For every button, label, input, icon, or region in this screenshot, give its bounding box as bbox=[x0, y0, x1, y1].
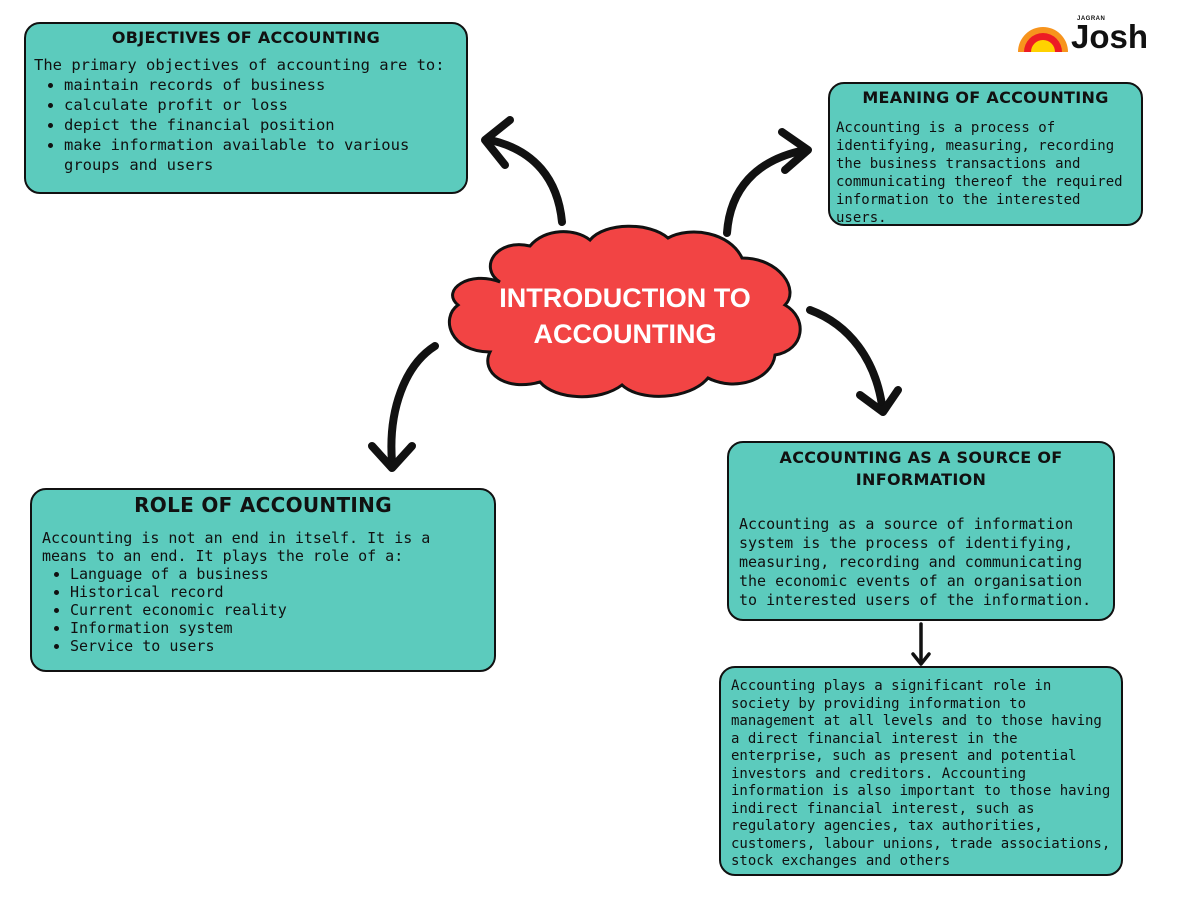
objectives-title: OBJECTIVES OF ACCOUNTING bbox=[111, 28, 381, 47]
objectives-box: OBJECTIVES OF ACCOUNTING The primary obj… bbox=[24, 22, 468, 194]
objectives-body: The primary objectives of accounting are… bbox=[34, 55, 458, 175]
list-item: Service to users bbox=[70, 637, 484, 655]
logo-sun-icon bbox=[1018, 27, 1068, 52]
list-item: maintain records of business bbox=[64, 75, 458, 95]
society-box: Accounting plays a significant role in s… bbox=[719, 666, 1123, 876]
role-intro: Accounting is not an end in itself. It i… bbox=[42, 529, 431, 565]
arrow-to-meaning bbox=[723, 128, 812, 237]
source-text: Accounting as a source of information sy… bbox=[739, 515, 1092, 609]
role-body: Accounting is not an end in itself. It i… bbox=[42, 529, 484, 655]
central-cloud bbox=[447, 224, 802, 399]
source-box: ACCOUNTING AS A SOURCE OF INFORMATION Ac… bbox=[727, 441, 1115, 621]
role-list: Language of a business Historical record… bbox=[42, 565, 484, 655]
meaning-text: Accounting is a process of identifying, … bbox=[836, 120, 1123, 226]
list-item: depict the financial position bbox=[64, 115, 458, 135]
objectives-intro: The primary objectives of accounting are… bbox=[34, 56, 445, 74]
brand-main-text: Josh bbox=[1071, 18, 1149, 55]
central-title-line1: INTRODUCTION TO bbox=[499, 283, 751, 313]
source-title: ACCOUNTING AS A SOURCE OF INFORMATION bbox=[779, 448, 1063, 489]
role-box: ROLE OF ACCOUNTING Accounting is not an … bbox=[30, 488, 496, 672]
role-title: ROLE OF ACCOUNTING bbox=[134, 493, 392, 517]
list-item: Language of a business bbox=[70, 565, 484, 583]
society-text: Accounting plays a significant role in s… bbox=[731, 678, 1111, 869]
arrow-to-role bbox=[368, 342, 439, 472]
arrow-source-to-society bbox=[911, 622, 931, 666]
meaning-title: MEANING OF ACCOUNTING bbox=[862, 88, 1109, 107]
list-item: Current economic reality bbox=[70, 601, 484, 619]
list-item: calculate profit or loss bbox=[64, 95, 458, 115]
brand-small-text: JAGRAN bbox=[1077, 16, 1106, 22]
arrow-to-source bbox=[806, 306, 902, 416]
central-title: INTRODUCTION TO ACCOUNTING bbox=[455, 280, 795, 352]
arrow-to-objectives bbox=[481, 116, 566, 226]
list-item: make information available to various gr… bbox=[64, 135, 458, 175]
central-title-line2: ACCOUNTING bbox=[533, 319, 717, 349]
list-item: Information system bbox=[70, 619, 484, 637]
brand-logo: JAGRAN Josh bbox=[1015, 14, 1150, 64]
objectives-list: maintain records of business calculate p… bbox=[34, 75, 458, 175]
meaning-box: MEANING OF ACCOUNTING Accounting is a pr… bbox=[828, 82, 1143, 226]
list-item: Historical record bbox=[70, 583, 484, 601]
